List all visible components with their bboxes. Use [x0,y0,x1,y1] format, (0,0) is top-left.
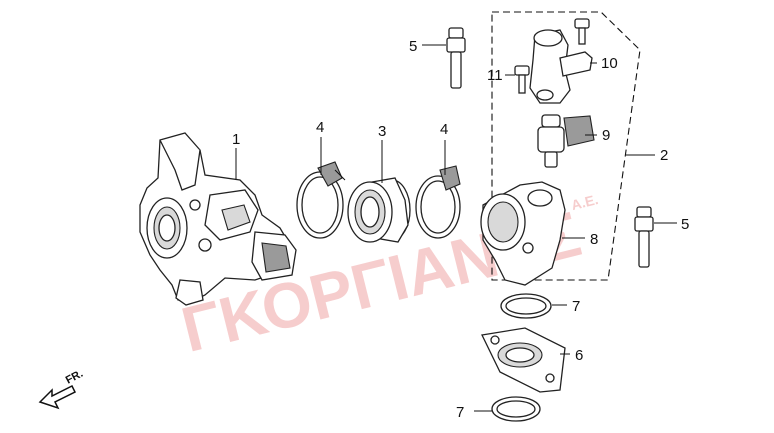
callouts: 1 2 3 4 4 5 5 6 7 7 8 9 10 11 [232,38,689,421]
front-label: FR. [64,368,85,387]
gasket-flange [481,327,566,393]
callout-5-left: 5 [409,38,417,55]
front-direction-indicator: FR. [38,368,85,410]
hose-clamp-left [296,161,346,239]
callout-9: 9 [602,127,610,144]
callout-4-left: 4 [316,119,324,136]
callout-6: 6 [575,347,583,364]
hose-clamp-right [415,165,461,239]
bolt-right [634,206,654,268]
callout-4-right: 4 [440,121,448,138]
callout-2: 2 [660,147,668,164]
screw-left [514,65,530,94]
fuel-injector [537,114,595,168]
callout-7-upper: 7 [572,298,580,315]
throttle-body [139,132,297,306]
fuel-joint [529,29,593,104]
callout-7-lower: 7 [456,404,464,421]
callout-10: 10 [601,55,618,72]
watermark-suffix: A.E. [569,191,599,213]
arrow-forward-icon [38,384,77,410]
leader-lines [235,44,677,412]
callout-1: 1 [232,131,240,148]
o-ring-upper [500,293,552,319]
callout-3: 3 [378,123,386,140]
intake-joint [347,177,411,243]
callout-8: 8 [590,231,598,248]
callout-5-right: 5 [681,216,689,233]
screw-right [574,18,590,45]
intake-manifold [480,181,566,286]
bolt-left [446,27,466,89]
o-ring-lower [491,396,541,422]
callout-11: 11 [487,67,503,84]
